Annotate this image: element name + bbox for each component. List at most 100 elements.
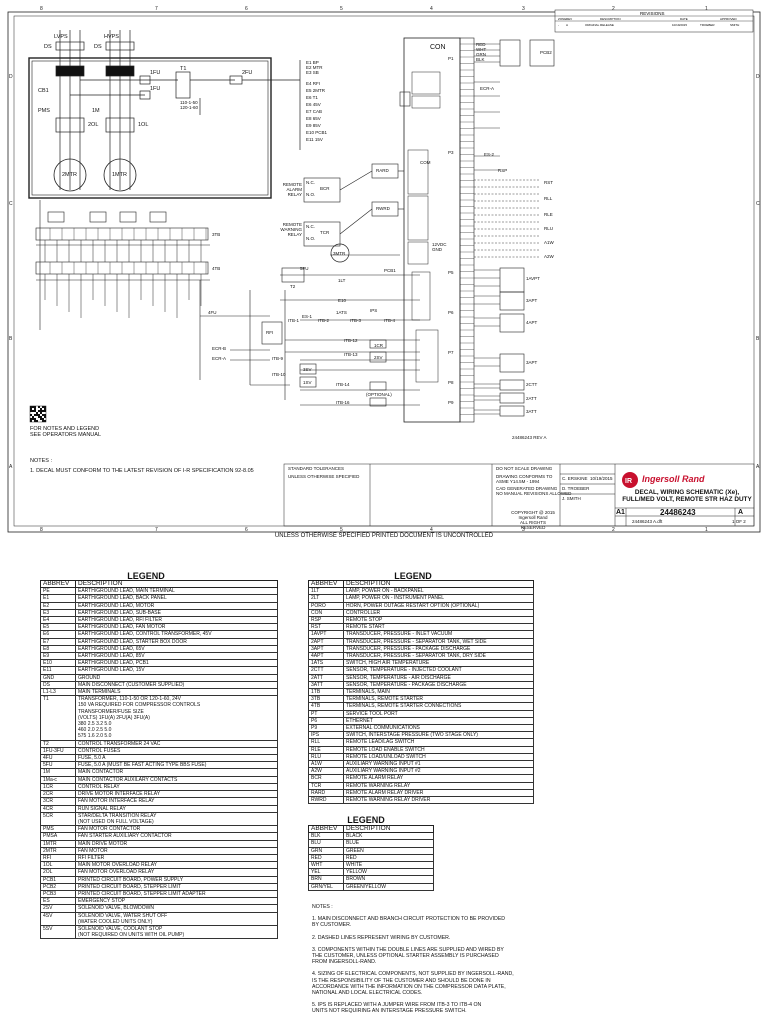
- legend-description: SERVICE TOOL PORT: [343, 709, 534, 718]
- rsp-label: RSP: [498, 168, 508, 173]
- 1mtr-label: 1MTR: [112, 172, 127, 178]
- 3tb-label: 3TB: [212, 232, 221, 237]
- legend-abbrev: P6: [308, 716, 344, 726]
- drawing-rev: A: [738, 509, 744, 516]
- legend-description: CONTROLLER: [343, 608, 534, 618]
- legend-abbrev: E1: [40, 594, 76, 603]
- legend-abbrev: ES: [40, 897, 76, 906]
- ground-e1: E1 BP: [306, 60, 319, 65]
- legend-description: REMOTE START: [343, 623, 534, 632]
- rev-letter: A: [566, 23, 568, 27]
- rev-zone: -: [558, 23, 559, 27]
- grid-col-label: 5: [340, 6, 343, 12]
- nc-label-1: N.C.: [306, 180, 315, 185]
- drawing-size: A1: [616, 509, 625, 516]
- legend-abbrev: IPS: [308, 731, 344, 740]
- legend-right-header-abbrev: ABBREV: [308, 579, 344, 589]
- notes-bottom-item-5: 5. IPS IS REPLACED WITH A JUMPER WIRE FR…: [312, 1002, 482, 1015]
- ground-e6b: E6 45V: [306, 102, 321, 107]
- legend-description: FAN MOTOR OVERLOAD RELAY: [75, 868, 278, 877]
- legend-abbrev: BRN: [308, 875, 344, 884]
- legend-abbrev: 4FU: [40, 754, 76, 763]
- legend-abbrev: 4CR: [40, 804, 76, 813]
- 3mtr-label: 3MTR: [333, 251, 346, 256]
- no-label-2: N.O.: [306, 236, 316, 241]
- legend-right-title: LEGEND: [394, 571, 432, 581]
- es2-label: ES-2: [484, 152, 495, 157]
- legend-abbrev: 2SV: [40, 904, 76, 913]
- p-label-p5: P5: [448, 270, 454, 275]
- ground-e10: E10 PCB1: [306, 130, 328, 135]
- legend-abbrev: 1ATS: [308, 659, 344, 668]
- itb-4: ITB-4: [384, 318, 396, 323]
- ground-e6: E6 T1: [306, 95, 318, 100]
- svg-text:IR: IR: [625, 478, 632, 485]
- rard-label: RARD: [376, 168, 389, 173]
- remote-a1w: A1W: [544, 240, 554, 245]
- legend-abbrev: A2W: [308, 767, 344, 776]
- legend-description: MAIN MOTOR OVERLOAD RELAY: [75, 861, 278, 870]
- legend-abbrev: GRN: [308, 846, 344, 855]
- rev-approved: SMITH: [730, 23, 739, 27]
- ground-e7: E7 CAB: [306, 109, 323, 114]
- p-label-p3: P3: [448, 150, 454, 155]
- legend-description: REMOTE LOAD ENABLE SWITCH: [343, 745, 534, 754]
- legend-abbrev: T2: [40, 739, 76, 748]
- legend-description: TRANSDUCER, PRESSURE - SEPARATOR TANK, D…: [343, 652, 534, 661]
- ground-e3: E3 SB: [306, 70, 319, 75]
- file-ref: 24486243 A.dft: [632, 519, 663, 524]
- grid-col-label-bottom: 6: [245, 527, 248, 533]
- legend-abbrev: PCB1: [40, 875, 76, 884]
- notes-bottom-item-1: 1. MAIN DISCONNECT AND BRANCH CIRCUIT PR…: [312, 916, 506, 929]
- legend-description: EARTH/GROUND LEAD, PCB1: [75, 659, 278, 668]
- p-label-p8: P8: [448, 380, 454, 385]
- legend-description: TERMINALS, REMOTE STARTER: [343, 695, 534, 704]
- fuse-1fu-label: 1FU: [150, 70, 161, 76]
- legend-description: TERMINALS, MAIN: [343, 688, 534, 697]
- legend-description: GROUND: [75, 673, 278, 682]
- legend-abbrev: 3APT: [308, 644, 344, 654]
- starter-box: [28, 57, 272, 199]
- att-3att: 3ATT: [526, 409, 537, 414]
- itb-2: ITB-2: [318, 318, 330, 323]
- notes-top-title: NOTES :: [30, 458, 53, 464]
- notes-reference: FOR NOTES AND LEGEND SEE OPERATORS MANUA…: [30, 426, 102, 438]
- legend-right-header-desc: DESCRIPTION: [343, 579, 534, 589]
- legend-description: SOLENOID VALVE, BLOWDOWN: [75, 904, 278, 913]
- remote-rlu: RLU: [544, 226, 554, 231]
- legend-abbrev: PMS: [40, 825, 76, 834]
- 3sv-label: 3SV: [303, 367, 312, 372]
- legend-abbrev: P9: [308, 724, 344, 733]
- legend-description: PRINTED CIRCUIT BOARD, STEPPER LIMIT: [75, 882, 278, 891]
- legend-description: FUSE, 5.0 A (MUST BE FAST ACTING TYPE BB…: [75, 761, 278, 770]
- legend-abbrev: 4APT: [308, 652, 344, 661]
- legend-description: REMOTE ALARM RELAY: [343, 774, 534, 783]
- legend-abbrev: E4: [40, 616, 76, 625]
- apt-3apt: 3APT: [526, 298, 538, 303]
- itb-13: ITB-13: [344, 352, 358, 357]
- grid-row-label-right: A: [756, 464, 760, 470]
- standard-tolerances: STANDARD TOLERANCES: [288, 466, 345, 471]
